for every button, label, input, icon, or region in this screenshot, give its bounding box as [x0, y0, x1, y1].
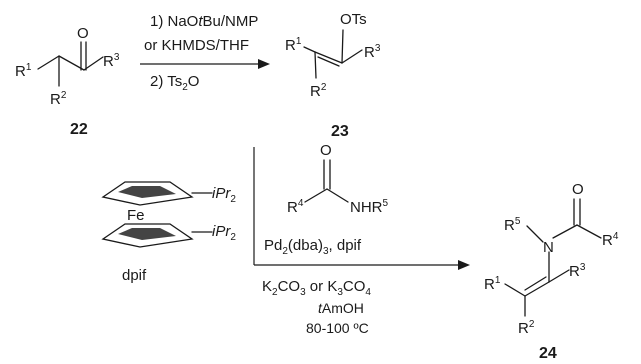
step1-reagent-line1: 1) NaOtBu/NMP	[150, 13, 258, 30]
amide-nhr5: NHR5	[350, 198, 389, 216]
amide-r4: R4	[287, 198, 304, 216]
amide-oxygen: O	[320, 142, 332, 159]
compound-number-22: 22	[70, 121, 88, 138]
enamide-r5: R5	[504, 216, 521, 234]
step1-reagent-line2: or KHMDS/THF	[144, 37, 249, 54]
tosylate-group: OTs	[340, 11, 367, 28]
compound-number-24: 24	[539, 345, 557, 362]
ketone-r1: R1	[15, 62, 32, 80]
enol-tosylate-23: OTs R1 R2 R3 23	[285, 11, 381, 140]
amide-reagent: O R4 NHR5	[287, 142, 389, 216]
step2-base: K2CO3 or K3CO4	[262, 278, 371, 298]
enamide-r1: R1	[484, 275, 501, 293]
enamide-nitrogen: N	[543, 239, 554, 256]
step2-temperature: 80-100 ºC	[306, 320, 369, 336]
enamide-24: O N R5 R4 R3 R1 R2 24	[484, 181, 619, 362]
ketone-r3: R3	[103, 52, 120, 70]
step1-conditions: 1) NaOtBu/NMP or KHMDS/THF 2) Ts2O	[144, 13, 258, 93]
enamide-r2: R2	[518, 319, 535, 337]
ring-bottom-shading	[118, 228, 176, 240]
enamide-oxygen: O	[572, 181, 584, 198]
ketone-oxygen: O	[77, 25, 89, 42]
ligand-iron: Fe	[127, 207, 145, 224]
ligand-isopropyl-bottom: iPr2	[212, 223, 236, 243]
tosylate-r2: R2	[310, 82, 327, 100]
enamide-r3: R3	[569, 262, 586, 280]
ketone-22: O R1 R2 R3 22	[15, 25, 120, 138]
enamide-r4: R4	[602, 231, 619, 249]
dpif-ligand: iPr2 Fe iPr2 dpif	[101, 181, 236, 284]
step2-solvent: tAmOH	[318, 300, 364, 316]
tosylate-r3: R3	[364, 43, 381, 61]
ligand-name: dpif	[122, 267, 147, 284]
step1-arrow-head	[258, 59, 270, 69]
tosylate-r1: R1	[285, 36, 302, 54]
ligand-isopropyl-top: iPr2	[212, 185, 236, 205]
step2-arrow-head	[458, 260, 470, 270]
step1-reagent-line3: 2) Ts2O	[150, 73, 199, 93]
ring-top-shading	[118, 186, 176, 198]
ketone-r2: R2	[50, 90, 67, 108]
compound-number-23: 23	[331, 123, 349, 140]
step2-catalyst: Pd2(dba)3, dpif	[264, 237, 362, 257]
